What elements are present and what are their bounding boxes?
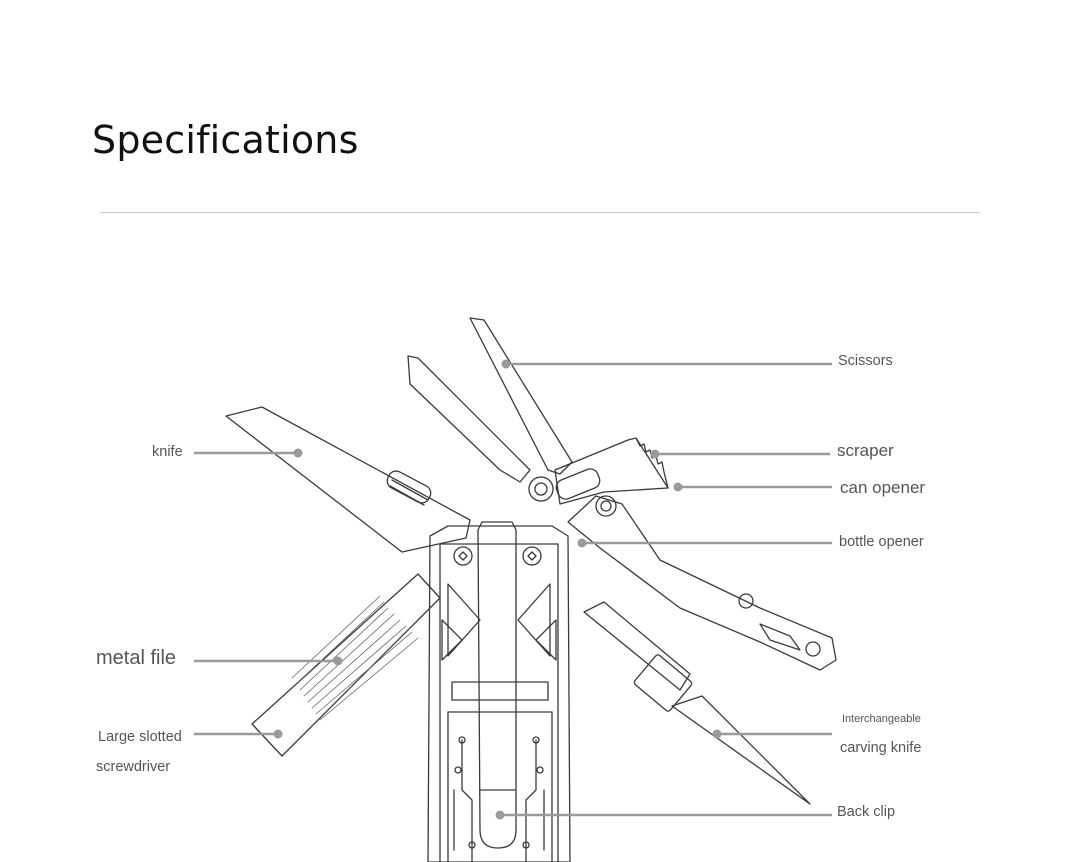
page-title: Specifications (92, 118, 359, 162)
back-clip (477, 521, 517, 849)
screwdriver-dot (273, 729, 283, 739)
scissors-dot (501, 359, 511, 369)
metal-file-label: metal file (96, 647, 177, 669)
knife-blade (225, 406, 471, 553)
divider (100, 212, 980, 213)
can-opener-dot (673, 482, 683, 492)
bottle-opener-dot (577, 538, 587, 548)
carving-knife-handle (583, 601, 691, 691)
scissors-blade-upper (469, 317, 573, 475)
scissors-pivot (528, 476, 554, 502)
carving-knife-collar (633, 654, 693, 712)
carving-knife-label-line2: carving knife (840, 740, 922, 756)
metal-file (251, 573, 441, 757)
carving-knife-label-line1: Interchangeable (842, 713, 921, 725)
scraper (554, 437, 669, 505)
scraper-dot (650, 449, 660, 459)
knife-dot (293, 448, 303, 458)
knife-label: knife (152, 444, 183, 460)
carving-knife-blade (671, 695, 811, 805)
metal-file-dot (333, 656, 343, 666)
scraper-label: scraper (837, 441, 894, 460)
back-clip-label: Back clip (837, 804, 896, 820)
back-clip-dot (495, 810, 505, 820)
screwdriver-label-line2: screwdriver (96, 759, 171, 775)
handle-body (427, 525, 571, 862)
scissors-label: Scissors (838, 353, 893, 369)
screwdriver-label-line1: Large slotted (98, 729, 182, 745)
scissors-blade-lower (407, 355, 531, 483)
can-opener-label: can opener (840, 478, 926, 497)
bottle-opener-arm (567, 495, 837, 671)
carving-knife-dot (712, 729, 722, 739)
bottle-opener-label: bottle opener (839, 534, 924, 550)
